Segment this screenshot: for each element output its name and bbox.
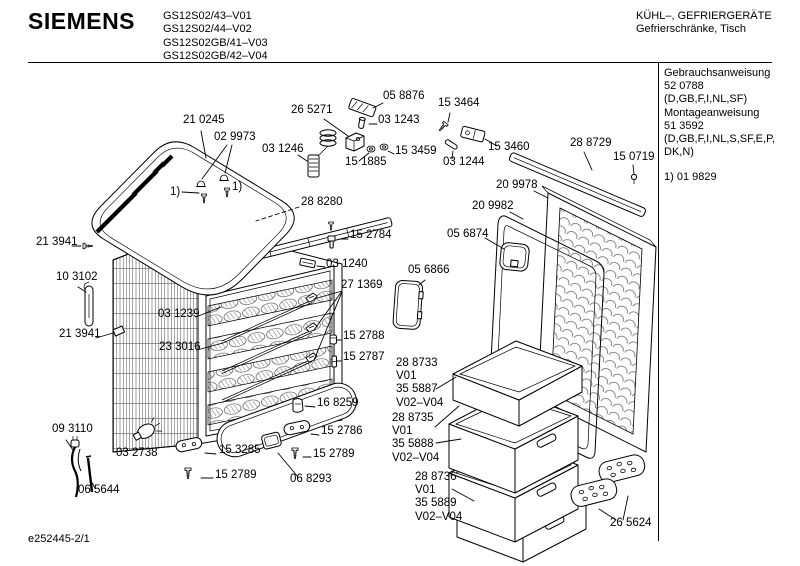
part-label-15-1885: 15 1885 [345, 156, 387, 168]
frame-clip-icon [292, 398, 304, 413]
lid [91, 141, 295, 296]
info-line: DK,N) [664, 146, 694, 159]
part-label-21-0245: 21 0245 [183, 114, 225, 126]
part-label-15-2789: 15 2789 [313, 448, 355, 460]
part-label-09-3110: 09 3110 [52, 423, 93, 435]
part-label-03-1243: 03 1243 [378, 114, 420, 126]
document-number: e252445-2/1 [28, 533, 90, 545]
part-label-1): 1) [170, 186, 181, 198]
part-label-15-2786: 15 2786 [321, 425, 363, 437]
part-label-1): 1) [232, 181, 243, 193]
model-variant: GS12S02/44–V02 [163, 23, 252, 36]
part-label-15-0719: 15 0719 [613, 151, 655, 163]
part-label-15-3464: 15 3464 [438, 97, 480, 109]
info-line: 52 0788 [664, 80, 704, 93]
thermometer-icon [83, 281, 94, 327]
leader-lines [65, 102, 635, 521]
part-label-03-1246: 03 1246 [262, 143, 304, 155]
bottom-parts [174, 419, 312, 479]
part-label-05-8876: 05 8876 [383, 90, 425, 102]
model-variant: GS12S02/43–V01 [163, 10, 252, 22]
lid-screws [181, 174, 230, 204]
door-trim-bar [508, 152, 646, 217]
part-label-15-3459: 15 3459 [395, 145, 437, 157]
category-title: KÜHL–, GEFRIERGERÄTE [636, 10, 772, 22]
hinge-parts [307, 98, 486, 178]
info-line: (D,GB,F,I,NL,S,SF,E,P, [664, 133, 776, 146]
part-label-26-5624: 26 5624 [610, 517, 652, 529]
hinge-cover-plate [499, 242, 530, 272]
model-variant: GS12S02GB/42–V04 [163, 50, 268, 63]
door-seal [488, 215, 605, 459]
part-label-05-6874: 05 6874 [447, 228, 489, 240]
left-parts [70, 242, 163, 498]
category-subtitle: Gefrierschränke, Tisch [636, 23, 747, 35]
drawer-handle [536, 482, 557, 497]
hinge-pin-icon [630, 173, 638, 181]
header-divider [28, 62, 772, 63]
info-line: 51 3592 [664, 119, 704, 132]
part-label-15-2788: 15 2788 [343, 330, 385, 342]
power-cable-icon [70, 436, 82, 498]
info-line: Gebrauchsanweisung [664, 67, 771, 79]
part-label-28-8736: 28 8736 V01 35 5889 V02–V04 [415, 471, 463, 523]
part-label-06-8293: 06 8293 [290, 473, 332, 485]
part-label-15-3460: 15 3460 [488, 141, 530, 153]
info-line: Montageanweisung [664, 106, 760, 119]
part-label-26-5271: 26 5271 [291, 104, 333, 116]
part-label-21-3941: 21 3941 [59, 328, 101, 340]
info-panel-divider [658, 63, 659, 541]
part-label-15-2789: 15 2789 [215, 469, 257, 481]
part-label-05-6866: 05 6866 [408, 264, 450, 276]
part-label-15-2784: 15 2784 [350, 229, 392, 241]
part-label-28-8729: 28 8729 [570, 137, 612, 149]
part-label-02-9973: 02 9973 [214, 131, 256, 143]
part-label-20-9982: 20 9982 [472, 200, 514, 212]
part-label-03-1240: 03 1240 [326, 258, 368, 270]
drawer-handle [536, 433, 557, 448]
info-panel: Gebrauchsanweisung 52 0788 (D,GB,F,I,NL,… [664, 67, 796, 185]
part-label-20-9978: 20 9978 [496, 179, 538, 191]
info-line: (D,GB,F,I,NL,SF) [664, 93, 748, 106]
drawer-tray [452, 340, 583, 427]
part-label-28-8733: 28 8733 V01 35 5887 V02–V04 [396, 357, 444, 409]
model-variant: GS12S02GB/41–V03 [163, 36, 268, 49]
appliance-category: KÜHL–, GEFRIERGERÄTE Gefrierschränke, Ti… [636, 10, 772, 36]
part-label-10-3102: 10 3102 [56, 271, 98, 283]
lamp-icon [132, 417, 163, 441]
middle-parts [299, 221, 530, 368]
part-label-06-5644: 06 5644 [78, 484, 120, 496]
part-label-21-3941: 21 3941 [36, 236, 78, 248]
footnote-reference: 1) 01 9829 [664, 171, 717, 184]
part-label-03-1244: 03 1244 [443, 156, 485, 168]
part-label-23-3016: 23 3016 [159, 341, 201, 353]
model-list: GS12S02/43–V01 GS12S02/44–V02 GS12S02GB/… [163, 10, 268, 64]
lid-vent-grille [95, 154, 174, 234]
siemens-logo: SIEMENS [28, 8, 136, 34]
part-label-03-2738: 03 2738 [116, 447, 158, 459]
part-label-16-8259: 16 8259 [317, 397, 359, 409]
part-label-15-3285: 15 3285 [219, 444, 261, 456]
shelf-support-rods [221, 292, 318, 403]
part-label-27-1369: 27 1369 [341, 279, 383, 291]
part-label-28-8280: 28 8280 [301, 196, 343, 208]
evaporator-cover-plate [392, 279, 424, 330]
part-label-03-1239: 03 1239 [158, 308, 200, 320]
part-label-15-2787: 15 2787 [343, 351, 385, 363]
rod-icon [85, 455, 94, 493]
part-label-28-8735: 28 8735 V01 35 5888 V02–V04 [392, 412, 440, 464]
